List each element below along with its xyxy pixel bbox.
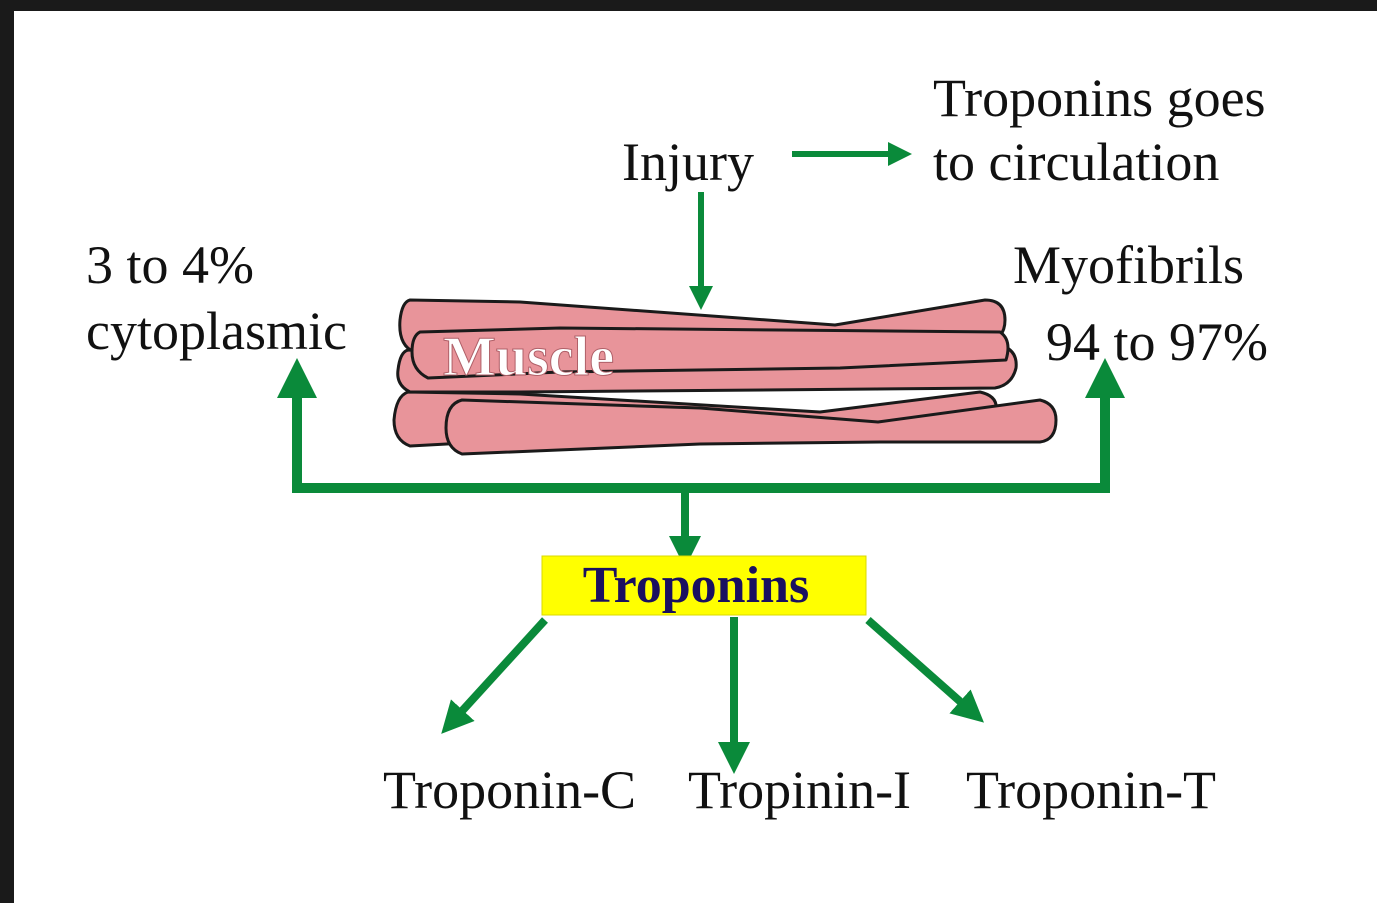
- troponins-to-t-arrow: [868, 620, 972, 712]
- myofibrils-line-2: 94 to 97%: [1046, 312, 1268, 372]
- circulation-line-2: to circulation: [933, 132, 1219, 192]
- muscle-label: Muscle: [443, 326, 614, 388]
- myofibrils-line-1: Myofibrils: [1013, 235, 1244, 295]
- cytoplasmic-line-1: 3 to 4%: [86, 235, 254, 295]
- cytoplasmic-line-2: cytoplasmic: [86, 301, 347, 361]
- arrows: [297, 154, 1105, 758]
- troponins-to-c-arrow: [452, 620, 545, 722]
- circulation-line-1: Troponins goes: [933, 68, 1266, 128]
- troponins-label: Troponins: [583, 557, 809, 614]
- troponin-t-label: Troponin-T: [966, 760, 1216, 820]
- injury-label: Injury: [622, 132, 754, 192]
- troponin-i-label: Tropinin-I: [688, 760, 911, 820]
- troponin-c-label: Troponin-C: [383, 760, 636, 820]
